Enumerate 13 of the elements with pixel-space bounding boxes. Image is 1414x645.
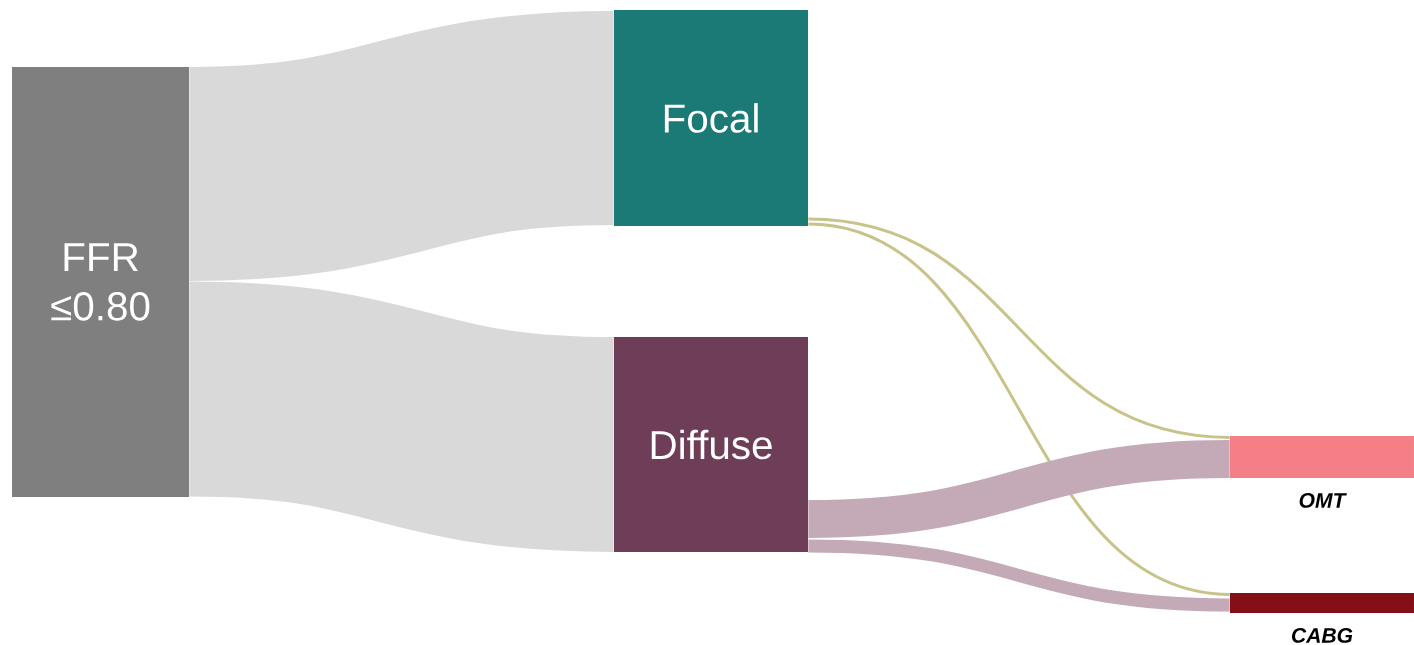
category-box: FFR ≤0.80 bbox=[12, 67, 189, 497]
outcome-label: CABG bbox=[1291, 627, 1353, 643]
flow-band bbox=[808, 217, 1230, 439]
flow-band bbox=[187, 11, 617, 281]
flow-band bbox=[807, 440, 1231, 538]
category-box: Diffuse bbox=[614, 337, 808, 552]
outcome-label: OMT bbox=[1299, 492, 1347, 508]
outcome-bar bbox=[1230, 436, 1414, 478]
flow-band bbox=[187, 281, 617, 552]
outcome-bar bbox=[1230, 593, 1414, 613]
category-box: Focal bbox=[614, 10, 808, 226]
flow-band bbox=[808, 222, 1230, 596]
flow-band bbox=[808, 539, 1230, 612]
